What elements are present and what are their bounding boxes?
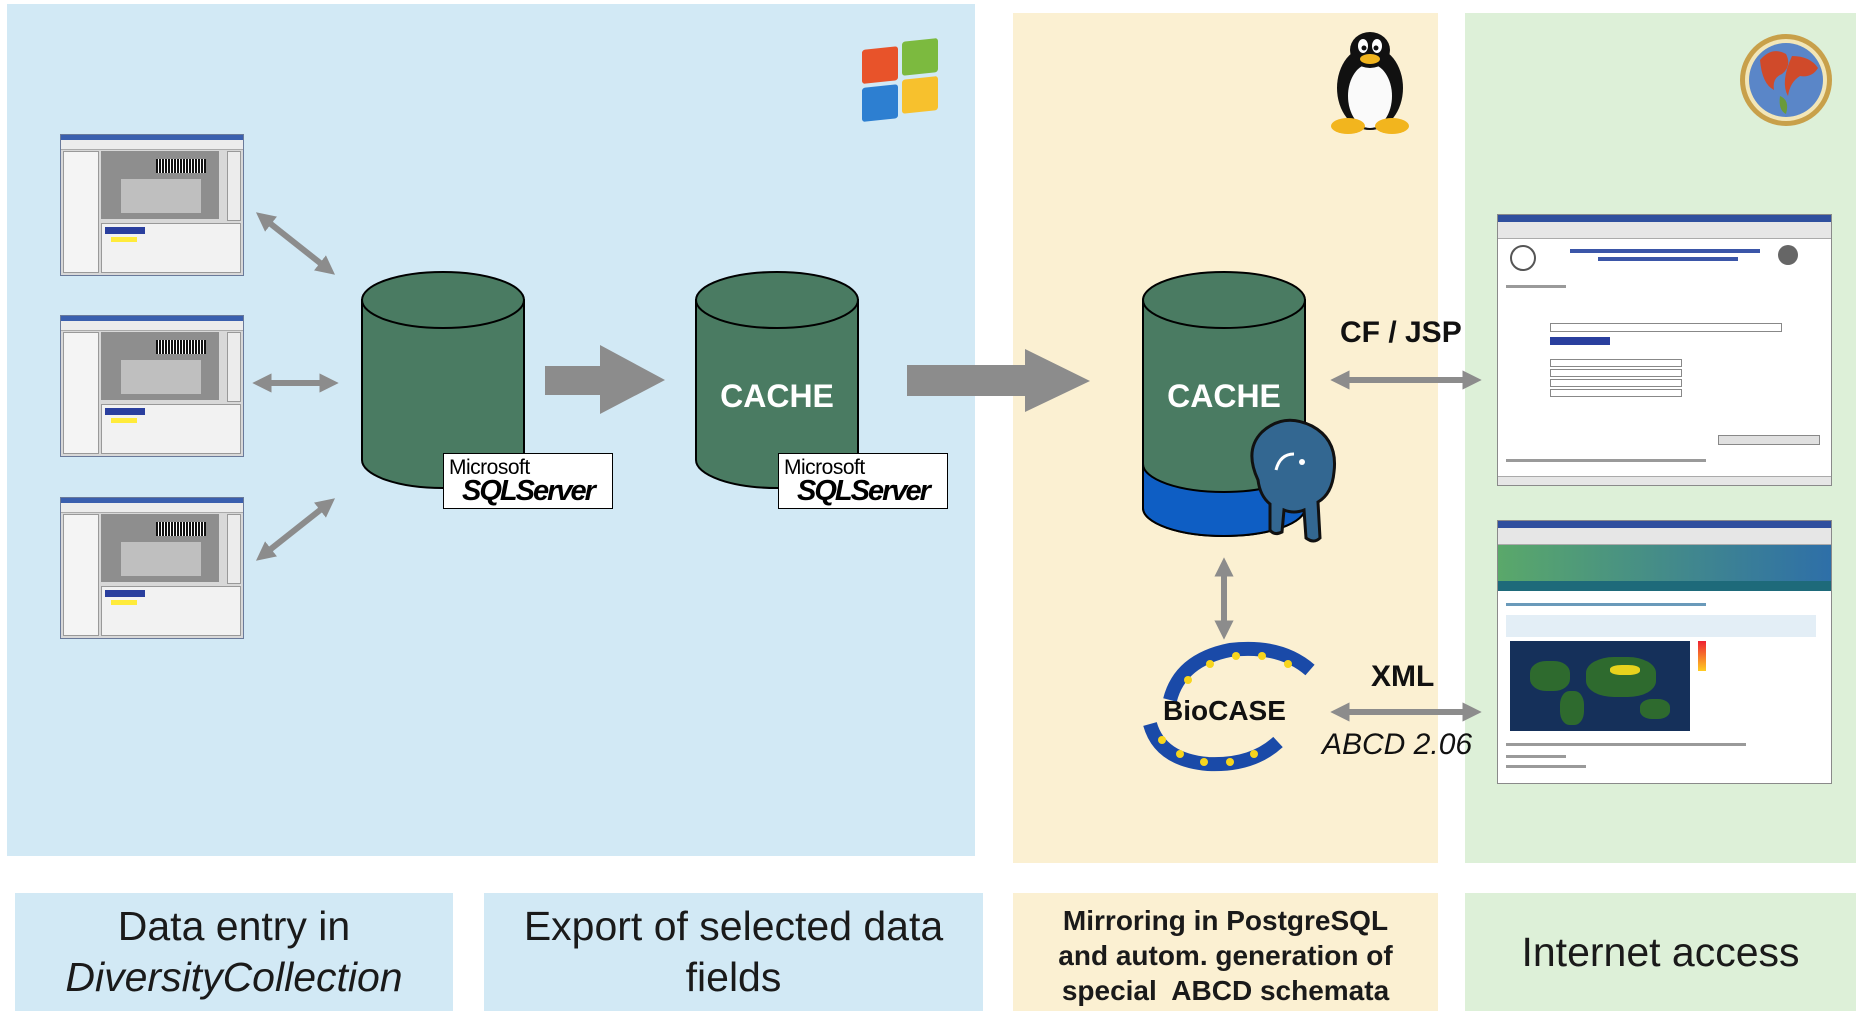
- footer-data-entry-line1: Data entry in: [117, 903, 351, 949]
- footer-mirroring-line3: special ABCD schemata: [1061, 974, 1390, 1006]
- website-screenshot-map: [1497, 520, 1832, 784]
- footer-box-internet: [1465, 893, 1856, 1011]
- data-entry-screenshot-3: [60, 497, 244, 639]
- footer-box-data-entry: [15, 893, 453, 1011]
- footer-mirroring-line1: Mirroring in PostgreSQL: [1062, 904, 1389, 936]
- footer-data-entry: Data entry in DiversityCollection: [15, 896, 453, 1008]
- footer-box-mirroring: [1013, 893, 1438, 1011]
- windows-logo-icon: [862, 38, 938, 122]
- cache-label-postgres: CACHE: [1167, 378, 1281, 414]
- db-cylinder-main: [361, 271, 525, 489]
- cache-label-mssql: CACHE: [720, 378, 834, 414]
- arrow-entry3-db: [255, 498, 336, 561]
- cf-jsp-label: CF / JSP: [1340, 316, 1462, 349]
- data-entry-screenshot-2: [60, 315, 244, 457]
- website-screenshot-search: [1497, 214, 1832, 486]
- mssql-logo-cache-top: Microsoft: [784, 456, 865, 479]
- mssql-logo-cache: Microsoft SQLServer: [778, 453, 948, 509]
- mssql-logo-main: Microsoft SQLServer: [443, 453, 613, 509]
- footer-mirroring: Mirroring in PostgreSQL and autom. gener…: [1013, 900, 1438, 1010]
- abcd-label: ABCD 2.06: [1322, 728, 1473, 761]
- arrow-export-2: [907, 349, 1090, 412]
- footer-data-entry-line2: DiversityCollection: [65, 954, 403, 1000]
- footer-export-line2: fields: [685, 954, 782, 1000]
- data-entry-screenshot-1: [60, 134, 244, 276]
- mssql-logo-cache-bottom: SQLServer: [797, 475, 931, 507]
- tux-penguin-icon: [1331, 32, 1409, 134]
- postgresql-elephant-icon: [1250, 418, 1337, 543]
- footer-box-export: [484, 893, 983, 1011]
- arrow-entry1-db: [255, 212, 336, 275]
- biocase-label: BioCASE: [1163, 695, 1286, 726]
- footer-internet-text: Internet access: [1521, 928, 1800, 975]
- mssql-logo-main-bottom: SQLServer: [462, 475, 596, 507]
- footer-mirroring-line2: and autom. generation of: [1058, 939, 1393, 971]
- mssql-logo-main-top: Microsoft: [449, 456, 530, 479]
- globe-icon: [1740, 34, 1832, 126]
- xml-label: XML: [1371, 660, 1435, 693]
- arrow-export-1: [545, 345, 665, 414]
- footer-export-line1: Export of selected data: [523, 903, 944, 949]
- footer-export: Export of selected data fields: [484, 896, 983, 1008]
- footer-internet: Internet access: [1465, 896, 1856, 1008]
- biocase-logo-icon: [1143, 641, 1315, 772]
